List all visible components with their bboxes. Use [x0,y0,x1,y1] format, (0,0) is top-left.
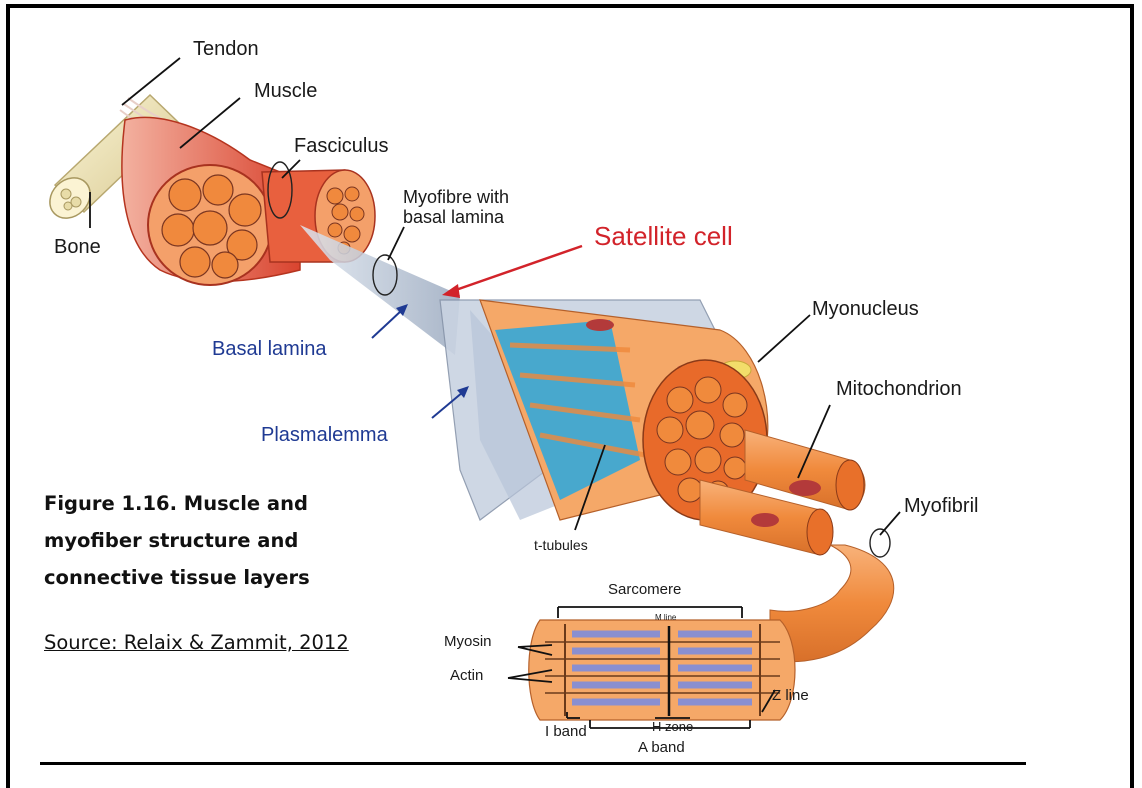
label-mitochondrion: Mitochondrion [836,378,962,400]
label-myofibril: Myofibril [904,495,978,517]
caption-line-1: Figure 1.16. Muscle and [44,485,344,522]
fasciculus-shape [262,162,375,262]
label-muscle: Muscle [254,80,317,102]
label-myofibre-line2: basal lamina [403,208,504,228]
sarcomere-shape [529,620,795,720]
label-tendon: Tendon [193,38,259,60]
label-actin: Actin [450,668,483,685]
figure-source: Source: Relaix & Zammit, 2012 [44,624,364,661]
satellite-arrow [442,246,582,298]
label-h-zone: H zone [652,720,693,734]
label-plasmalemma: Plasmalemma [261,424,388,446]
label-myosin: Myosin [444,634,492,651]
label-t-tubules: t-tubules [534,538,588,553]
label-myofibre-line1: Myofibre with [403,188,509,208]
label-basal-lamina: Basal lamina [212,338,327,360]
label-a-band: A band [638,740,685,757]
label-i-band: I band [545,724,587,741]
caption-line-3: connective tissue layers [44,559,344,596]
caption-line-2: myofiber structure and [44,522,344,559]
label-bone: Bone [54,236,101,258]
label-fasciculus: Fasciculus [294,135,388,157]
figure-caption: Figure 1.16. Muscle and myofiber structu… [44,485,344,596]
label-z-line: Z line [772,688,809,705]
label-satellite-cell: Satellite cell [594,222,733,251]
label-m-line: M line [655,614,676,623]
label-myonucleus: Myonucleus [812,298,919,320]
label-sarcomere: Sarcomere [608,582,681,599]
bottom-rule [40,762,1026,765]
